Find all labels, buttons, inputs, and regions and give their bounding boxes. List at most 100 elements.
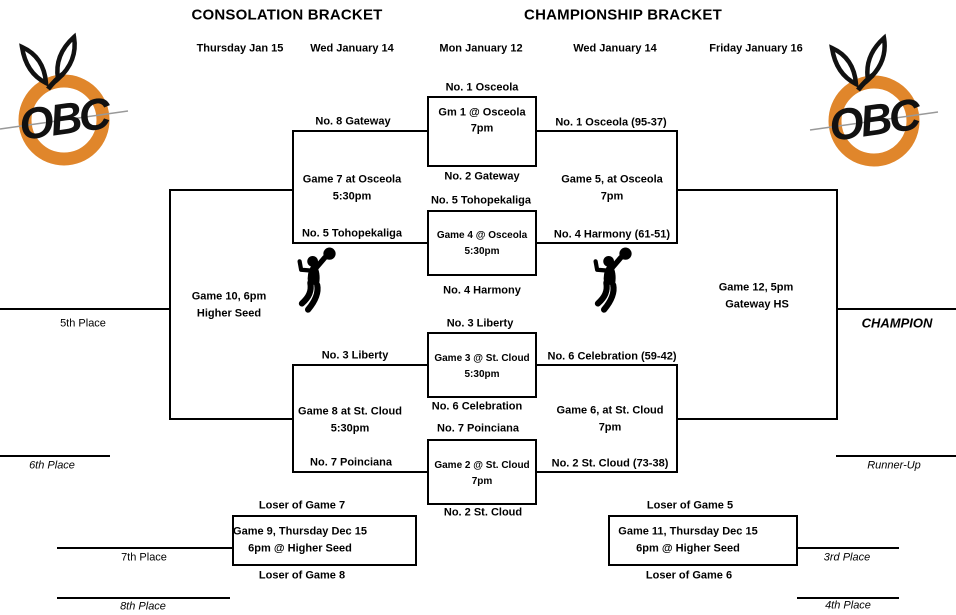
bracket-line-sixth-place	[0, 455, 110, 457]
game7-top-seed: No. 8 Gateway	[315, 115, 391, 128]
game7-info-line2: 5:30pm	[332, 190, 372, 203]
leaf-icon	[19, 43, 49, 87]
game4-box	[427, 210, 537, 276]
bracket-line-game5-advance	[676, 189, 836, 191]
game6-top-seed: No. 6 Celebration (59-42)	[547, 350, 677, 363]
fifth-place-label: 5th Place	[60, 317, 106, 330]
leaf-icon	[55, 32, 77, 84]
bracket-line-game8-vertical	[292, 364, 294, 473]
bracket-line-game7-top	[292, 130, 427, 132]
game11-bottom-feed: Loser of Game 6	[645, 569, 733, 582]
game3-top-seed: No. 3 Liberty	[446, 317, 514, 330]
game1-top-seed: No. 1 Osceola	[445, 81, 519, 94]
bracket-line-game12-vertical	[836, 189, 838, 420]
obc-logo-right: OBC	[809, 33, 939, 167]
game2-bottom-seed: No. 2 St. Cloud	[443, 506, 523, 519]
leaf-icon	[865, 33, 887, 85]
logo-slash	[809, 111, 939, 131]
game8-info-line2: 5:30pm	[330, 422, 370, 435]
game11-info-line1: Game 11, Thursday Dec 15	[618, 525, 758, 538]
game5-info-line2: 7pm	[600, 190, 624, 203]
game8-info-line1: Game 8 at St. Cloud	[298, 405, 402, 418]
sixth-place-label: 6th Place	[29, 459, 75, 472]
bracket-line-game7-feed	[169, 189, 292, 191]
game7-info-line1: Game 7 at Osceola	[302, 173, 402, 186]
basketball-player-icon	[297, 247, 336, 313]
game2-info-line2: 7pm	[471, 476, 493, 487]
game4-top-seed: No. 5 Tohopekaliga	[430, 194, 532, 207]
stem-icon	[46, 71, 65, 91]
logo-slash	[0, 110, 129, 130]
championship-bracket-title: CHAMPIONSHIP BRACKET	[524, 6, 722, 24]
bracket-line-champion	[836, 308, 956, 310]
bracket-line-game5-bottom	[537, 242, 676, 244]
bracket-line-game8-bottom	[292, 471, 427, 473]
game10-info-line2: Higher Seed	[196, 307, 262, 320]
bracket-line-game7-bottom	[292, 242, 427, 244]
game1-box	[427, 96, 537, 167]
game5-top-seed: No. 1 Osceola (95-37)	[555, 116, 667, 129]
orange-ring-icon	[828, 75, 920, 167]
stem-icon	[856, 72, 875, 92]
game7-bottom-seed: No. 5 Tohopekaliga	[301, 227, 403, 240]
bracket-line-fifth-place	[0, 308, 169, 310]
leaf-icon	[829, 44, 859, 88]
game8-bottom-seed: No. 7 Poinciana	[310, 456, 392, 469]
date-column-wed-january-14-right: Wed January 14	[573, 42, 657, 55]
game4-info-line1: Game 4 @ Osceola	[436, 230, 528, 241]
bracket-line-game5-vertical	[676, 130, 678, 244]
game12-info-line1: Game 12, 5pm	[718, 281, 794, 294]
game6-info-line2: 7pm	[598, 421, 622, 434]
game4-bottom-seed: No. 4 Harmony	[443, 284, 521, 297]
game6-bottom-seed: No. 2 St. Cloud (73-38)	[551, 457, 669, 470]
runner-up-label: Runner-Up	[867, 459, 921, 472]
obc-logo-left: OBC	[0, 32, 129, 166]
orange-ring-icon	[18, 74, 110, 166]
bracket-line-game8-top	[292, 364, 427, 366]
third-place-label: 3rd Place	[823, 551, 871, 564]
bracket-line-game6-bottom	[537, 471, 676, 473]
game3-box	[427, 332, 537, 398]
bracket-line-eighth-place	[57, 597, 230, 599]
basketball-player-icon	[593, 247, 632, 313]
date-column-thursday-jan-15: Thursday Jan 15	[196, 42, 284, 55]
consolation-bracket-title: CONSOLATION BRACKET	[191, 6, 383, 24]
date-column-mon-january-12: Mon January 12	[439, 42, 523, 55]
game11-top-feed: Loser of Game 5	[646, 499, 734, 512]
bracket-line-third-place	[798, 547, 899, 549]
game10-info-line1: Game 10, 6pm	[191, 290, 267, 303]
game1-info-line1: Gm 1 @ Osceola	[438, 106, 526, 119]
game1-info-line2: 7pm	[470, 122, 494, 135]
bracket-line-seventh-place	[57, 547, 232, 549]
bracket-line-game6-top	[537, 364, 676, 366]
game3-info-line1: Game 3 @ St. Cloud	[434, 353, 530, 364]
bracket-line-game6-advance	[676, 418, 836, 420]
champion-label: CHAMPION	[861, 315, 933, 331]
game9-top-feed: Loser of Game 7	[258, 499, 346, 512]
date-column-friday-january-16: Friday January 16	[709, 42, 803, 55]
game2-box	[427, 439, 537, 505]
game3-info-line2: 5:30pm	[464, 369, 500, 380]
game11-box	[608, 515, 798, 566]
eighth-place-label: 8th Place	[120, 600, 166, 613]
bracket-line-game5-top	[537, 130, 676, 132]
game11-info-line2: 6pm @ Higher Seed	[636, 542, 740, 555]
game9-box	[232, 515, 417, 566]
game8-top-seed: No. 3 Liberty	[321, 349, 389, 362]
game9-info-line1: Game 9, Thursday Dec 15	[233, 525, 367, 538]
game9-info-line2: 6pm @ Higher Seed	[248, 542, 352, 555]
game2-info-line1: Game 2 @ St. Cloud	[434, 460, 530, 471]
bracket-line-game10-vertical	[169, 189, 171, 420]
bracket-line-runner-up	[836, 455, 956, 457]
game3-bottom-seed: No. 6 Celebration	[431, 400, 523, 413]
fourth-place-label: 4th Place	[825, 599, 871, 612]
game5-info-line1: Game 5, at Osceola	[561, 173, 663, 186]
date-column-wed-january-14-left: Wed January 14	[310, 42, 394, 55]
game9-bottom-feed: Loser of Game 8	[258, 569, 346, 582]
bracket-line-fourth-place	[797, 597, 899, 599]
bracket-line-game7-vertical	[292, 130, 294, 244]
seventh-place-label: 7th Place	[121, 551, 167, 564]
game12-info-line2: Gateway HS	[725, 298, 789, 311]
game2-top-seed: No. 7 Poinciana	[437, 422, 519, 435]
